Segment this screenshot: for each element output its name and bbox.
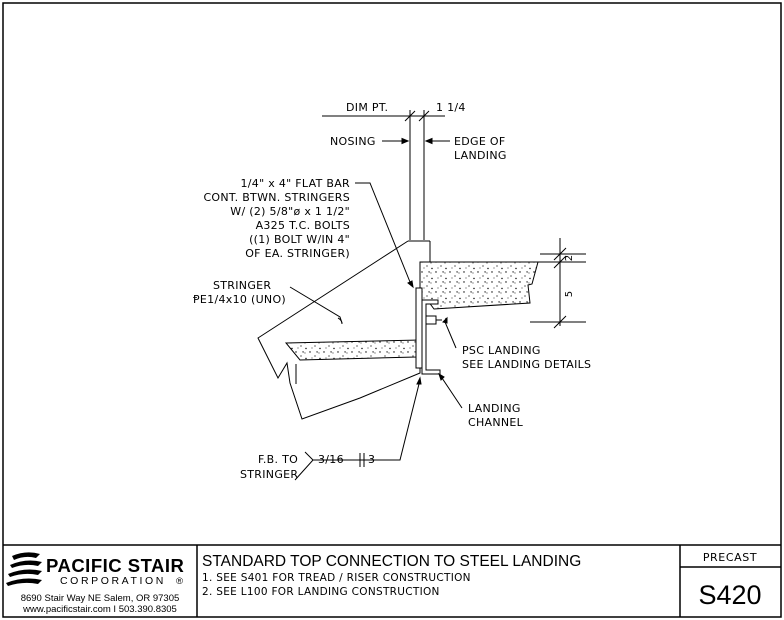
svg-text:W/ (2) 5/8"ø x 1 1/2": W/ (2) 5/8"ø x 1 1/2" bbox=[230, 205, 350, 218]
svg-text:ⱣE1/4x10 (UNO): ⱣE1/4x10 (UNO) bbox=[193, 293, 286, 306]
svg-text:CHANNEL: CHANNEL bbox=[468, 416, 524, 429]
pacific-stair-logo-icon bbox=[6, 552, 42, 586]
label-nosing: NOSING bbox=[330, 135, 376, 148]
label-dim-1-1-4: 1 1/4 bbox=[436, 101, 466, 114]
svg-text:LANDING: LANDING bbox=[468, 402, 521, 415]
stringer-plate bbox=[257, 240, 421, 420]
label-dim-pt: DIM PT. bbox=[346, 101, 388, 114]
svg-text:A325 T.C. BOLTS: A325 T.C. BOLTS bbox=[256, 219, 350, 232]
note-2: 2. SEE L100 FOR LANDING CONSTRUCTION bbox=[202, 586, 440, 598]
precast-tread bbox=[284, 339, 421, 361]
company-name: PACIFIC STAIR bbox=[46, 555, 184, 576]
bolt bbox=[425, 315, 437, 325]
dim-label-5: 5 bbox=[564, 291, 575, 297]
flat-bar-callout: 1/4" x 4" FLAT BAR CONT. BTWN. STRINGERS… bbox=[203, 177, 350, 260]
psc-landing-callout: PSC LANDING SEE LANDING DETAILS bbox=[462, 344, 591, 371]
titleblock bbox=[196, 545, 781, 617]
svg-text:CONT. BTWN. STRINGERS: CONT. BTWN. STRINGERS bbox=[203, 191, 350, 204]
label-edge-of-1: EDGE OF bbox=[454, 135, 505, 148]
dim-label-2: 2 bbox=[564, 255, 575, 261]
svg-text:SEE LANDING DETAILS: SEE LANDING DETAILS bbox=[462, 358, 591, 371]
stringer-callout: STRINGER ⱣE1/4x10 (UNO) bbox=[193, 279, 286, 306]
svg-text:F.B. TO: F.B. TO bbox=[258, 453, 298, 466]
svg-text:3: 3 bbox=[368, 453, 375, 466]
weld-callout: F.B. TO STRINGER 3/16 3 bbox=[240, 453, 375, 481]
company-corporation: CORPORATION bbox=[60, 575, 166, 587]
company-address: 8690 Stair Way NE Salem, OR 97305 bbox=[21, 593, 180, 604]
landing-channel-callout: LANDING CHANNEL bbox=[468, 402, 524, 429]
category-label: PRECAST bbox=[703, 551, 757, 564]
drawing-title: STANDARD TOP CONNECTION TO STEEL LANDING bbox=[202, 553, 581, 570]
svg-text:STRINGER: STRINGER bbox=[240, 468, 298, 481]
sheet-number: S420 bbox=[698, 580, 761, 610]
svg-text:3/16: 3/16 bbox=[318, 453, 344, 466]
company-contact: www.pacificstair.com I 503.390.8305 bbox=[22, 604, 177, 615]
svg-text:((1) BOLT W/IN 4": ((1) BOLT W/IN 4" bbox=[249, 233, 350, 246]
svg-text:OF EA. STRINGER): OF EA. STRINGER) bbox=[245, 247, 350, 260]
detail-geometry bbox=[257, 110, 586, 481]
company-registered: ® bbox=[176, 576, 183, 587]
note-1: 1. SEE S401 FOR TREAD / RISER CONSTRUCTI… bbox=[202, 572, 471, 584]
svg-text:1/4" x 4" FLAT BAR: 1/4" x 4" FLAT BAR bbox=[240, 177, 350, 190]
flat-bar bbox=[415, 287, 423, 369]
svg-text:STRINGER: STRINGER bbox=[213, 279, 271, 292]
landing-channel bbox=[421, 299, 441, 375]
svg-text:PSC LANDING: PSC LANDING bbox=[462, 344, 541, 357]
label-edge-of-2: LANDING bbox=[454, 149, 507, 162]
